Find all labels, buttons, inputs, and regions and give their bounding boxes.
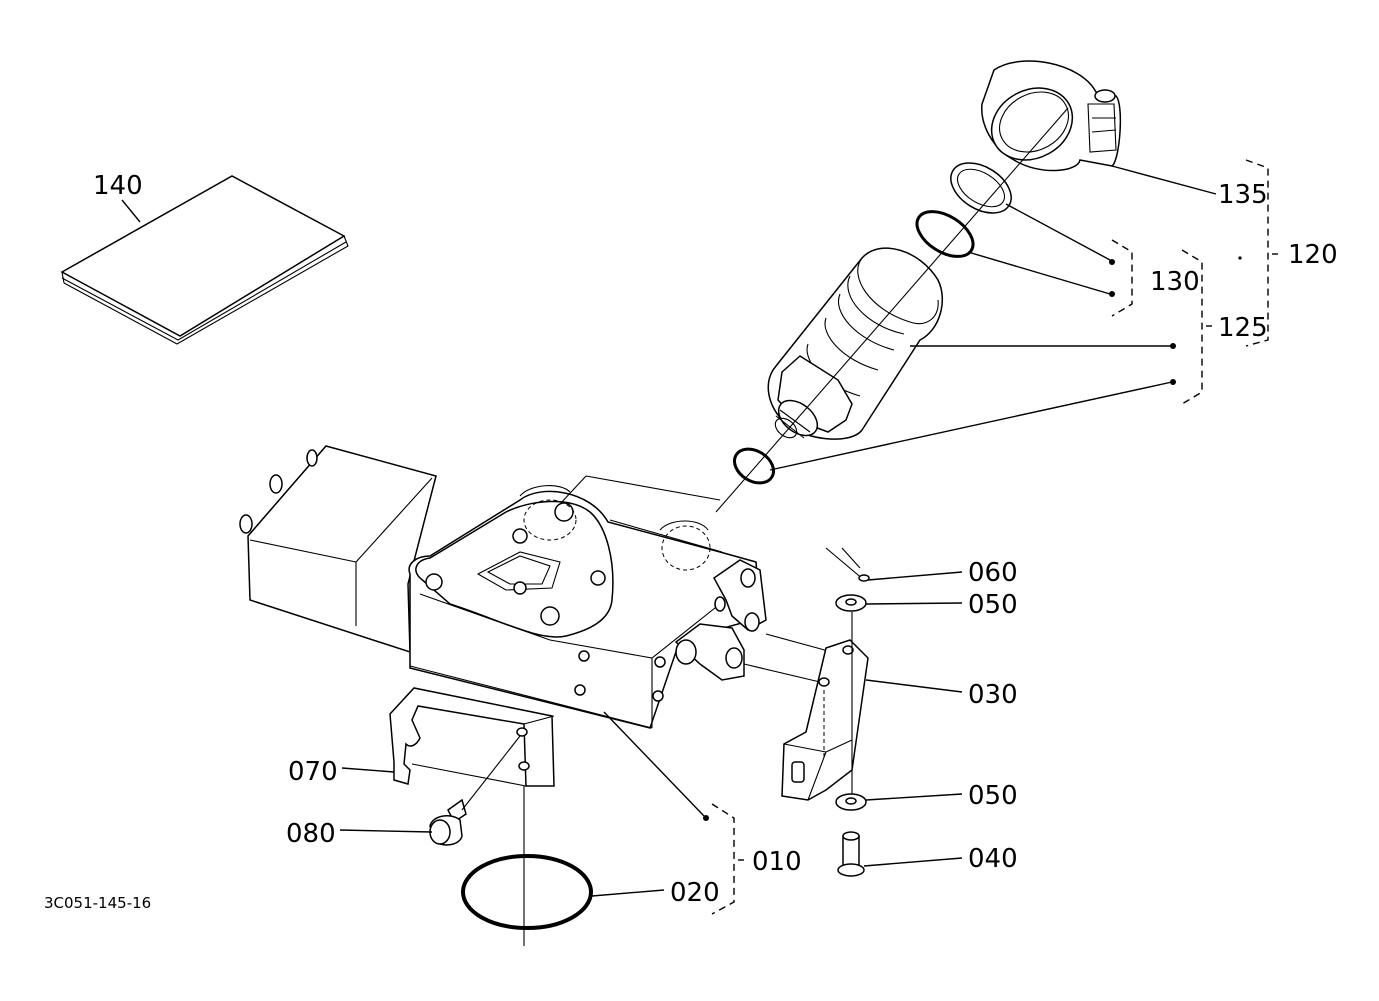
label-080: 080: [286, 819, 336, 849]
bolt-axis-line: [461, 735, 521, 811]
cartridge-axis-line: [715, 107, 1069, 513]
label-050-lower: 050: [968, 781, 1018, 811]
oring-small-middle: [915, 210, 975, 258]
label-120: 120: [1288, 240, 1338, 270]
body-connection-line: [585, 475, 721, 501]
label-070: 070: [288, 757, 338, 787]
clamp-ring: [981, 60, 1122, 172]
label-125: 125: [1218, 313, 1268, 343]
label-135: 135: [1218, 180, 1268, 210]
label-140: 140: [93, 171, 143, 201]
label-050-upper: 050: [968, 590, 1018, 620]
washer-lower: [835, 793, 867, 811]
manual-booklet: [60, 175, 349, 345]
oring-small-lower: [732, 447, 776, 485]
label-040: 040: [968, 844, 1018, 874]
assembly-brackets: [711, 159, 1269, 915]
washer-upper: [835, 594, 867, 612]
oring-small-upper: [950, 162, 1012, 214]
body-connection-line-2: [559, 475, 587, 505]
label-030: 030: [968, 680, 1018, 710]
leader-dots: [703, 256, 1242, 821]
linkage-leader-1: [765, 633, 833, 653]
linkage-leader-2: [743, 663, 821, 683]
label-010: 010: [752, 847, 802, 877]
leader-lines: [121, 165, 1278, 897]
part-labels: 140 135 120 130 125 060 050 030 070 050 …: [44, 171, 1338, 912]
clevis-pin: [837, 831, 865, 877]
split-pin: [825, 547, 870, 582]
angle-bracket: [781, 639, 869, 801]
label-020: 020: [670, 878, 720, 908]
mounting-bracket: [389, 687, 555, 787]
valve-body: [239, 445, 767, 729]
label-130: 130: [1150, 267, 1200, 297]
label-060: 060: [968, 558, 1018, 588]
plug-bolt: [429, 798, 467, 846]
oring-large: [461, 854, 593, 930]
drawing-code: 3C051-145-16: [44, 894, 151, 912]
